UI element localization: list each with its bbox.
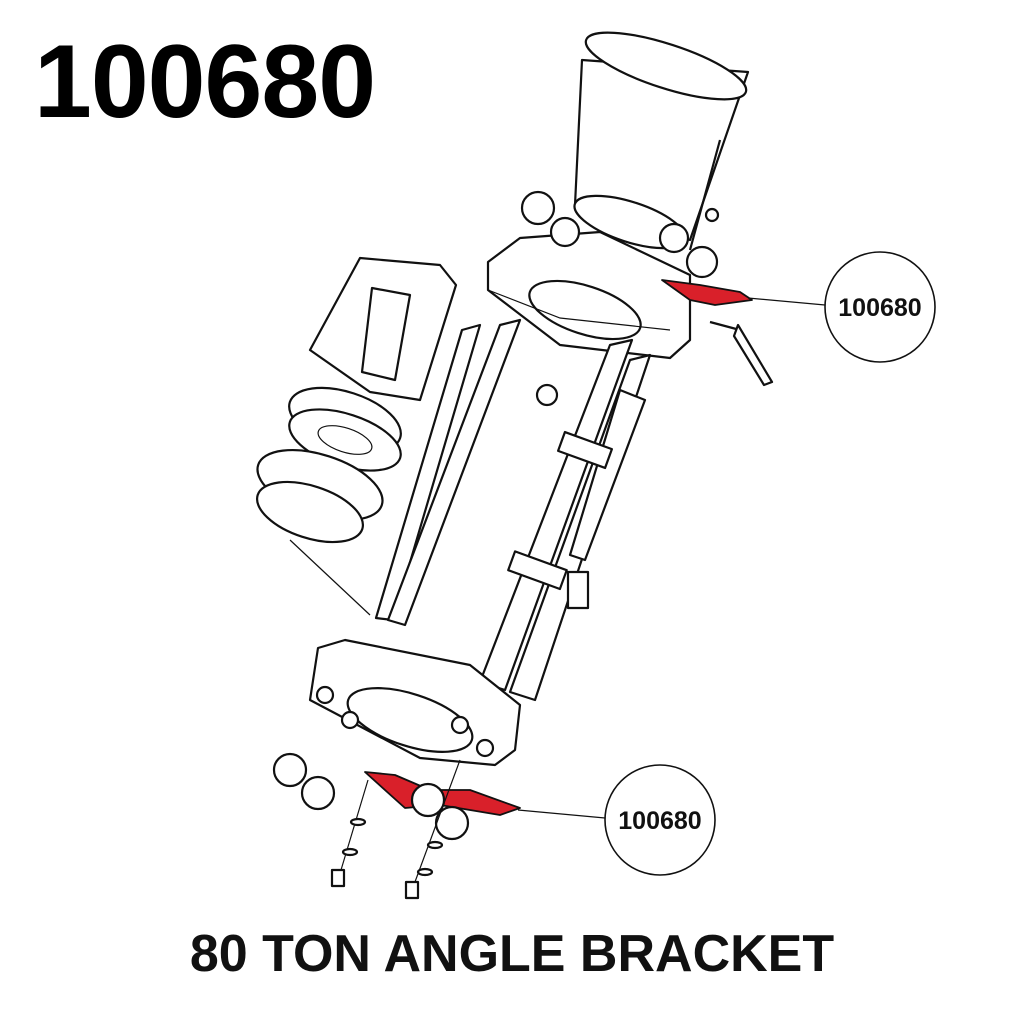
callout-label: 100680 bbox=[618, 807, 701, 835]
top-plate bbox=[486, 190, 720, 360]
bottom-plate bbox=[308, 638, 522, 767]
callout-top: 100680 bbox=[747, 251, 936, 363]
part-number-title: 100680 bbox=[34, 24, 376, 140]
hydraulic-cylinder bbox=[573, 31, 750, 251]
angle-bracket-top bbox=[661, 279, 753, 306]
diagram-caption: 80 TON ANGLE BRACKET bbox=[189, 925, 835, 983]
lever-handle bbox=[709, 320, 774, 387]
saddle-and-rings bbox=[255, 256, 458, 616]
callout-label: 100680 bbox=[838, 294, 921, 322]
guide-rods bbox=[374, 318, 652, 702]
callout-bottom: 100680 bbox=[517, 764, 716, 876]
fasteners bbox=[272, 752, 470, 900]
